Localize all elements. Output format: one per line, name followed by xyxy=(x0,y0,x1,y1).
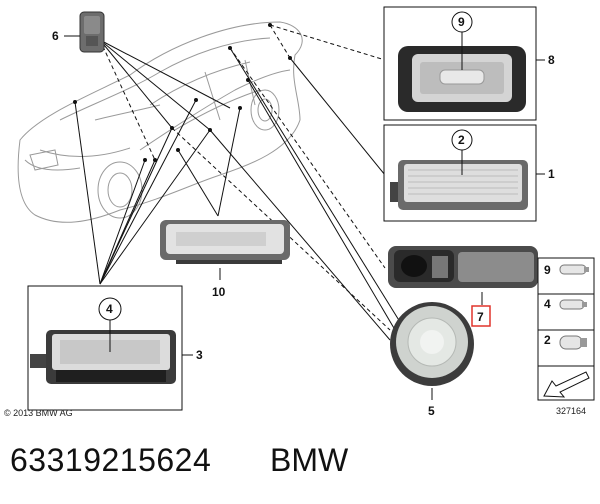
callout-9: 9 xyxy=(458,15,465,29)
callout-5: 5 xyxy=(428,404,435,418)
bubble-2 xyxy=(451,129,473,151)
car-outline xyxy=(17,21,303,223)
callout-7-highlight xyxy=(471,305,491,327)
part-1-lamp xyxy=(390,160,528,210)
legend-num-9: 9 xyxy=(544,263,551,277)
bulb-legend: 9 4 2 xyxy=(537,257,595,401)
arrow-icon xyxy=(543,371,590,398)
callout-3: 3 xyxy=(196,348,203,362)
legend-num-4: 4 xyxy=(544,297,551,311)
callout-2: 2 xyxy=(458,133,465,147)
leader-lines xyxy=(74,24,406,341)
callout-4: 4 xyxy=(106,302,113,316)
callout-8: 8 xyxy=(548,53,555,67)
callout-1: 1 xyxy=(548,167,555,181)
part-10-lamp xyxy=(160,220,290,264)
car-points xyxy=(73,23,292,162)
bubble-4 xyxy=(98,297,122,321)
part-8-lamp xyxy=(398,46,526,112)
callout-10: 10 xyxy=(212,285,226,299)
callout-6: 6 xyxy=(52,29,59,43)
parts-diagram: 6 8 9 1 2 10 xyxy=(4,6,595,418)
part-6-switch xyxy=(79,11,105,53)
bulb-wedge-icon xyxy=(559,335,587,350)
part-number: 63319215624 xyxy=(10,442,212,478)
part-5-lamp xyxy=(390,302,474,386)
brand-name: BMW xyxy=(270,442,349,478)
legend-num-2: 2 xyxy=(544,333,551,347)
bulb-festoon-icon xyxy=(559,264,589,275)
copyright-text: © 2013 BMW AG xyxy=(4,408,73,418)
callout-7: 7 xyxy=(477,310,484,324)
bulb-festoon-small-icon xyxy=(559,299,587,310)
bubble-9 xyxy=(451,11,473,33)
part-3-lamp xyxy=(30,330,176,384)
diagram-id: 327164 xyxy=(556,406,586,416)
part-7-lamp xyxy=(388,246,538,288)
